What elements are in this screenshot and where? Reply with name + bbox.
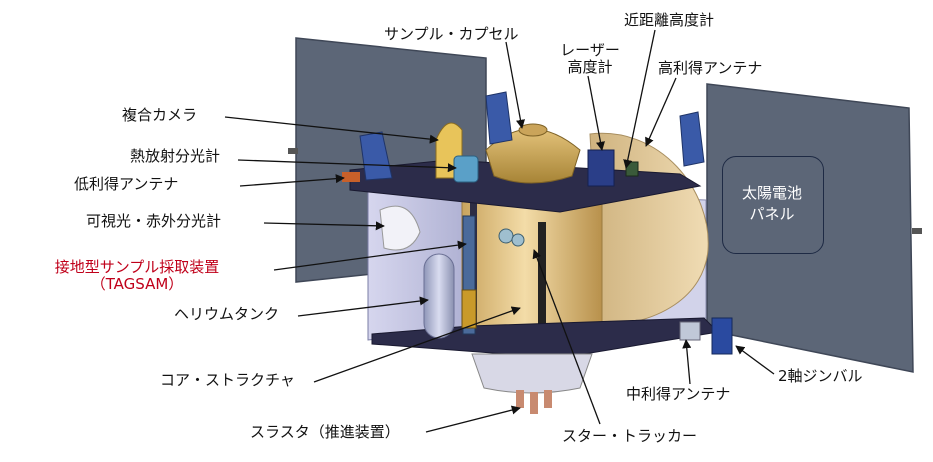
thruster-ring [471, 353, 593, 394]
label-nearfield-altimeter: 近距離高度計 [624, 11, 715, 29]
vis-ir-spectrometer [379, 205, 421, 251]
medium-gain-antenna-body [679, 321, 701, 341]
tagsam-spring [461, 289, 477, 329]
label-tagsam-line2: （TAGSAM） [90, 275, 184, 293]
label-core-structure: コア・ストラクチャ [160, 371, 295, 389]
left-panel-hinge [288, 148, 298, 154]
leader-sample-capsule [505, 41, 525, 129]
leader-tagsam [273, 240, 467, 271]
bracket-mid [485, 91, 513, 145]
thruster-cluster [516, 390, 552, 414]
label-tagsam-line1: 接地型サンプル採取装置 [54, 258, 220, 276]
core-strut-center [538, 222, 546, 352]
sample-capsule [485, 128, 581, 184]
label-helium-tank: ヘリウムタンク [174, 305, 280, 323]
label-laser-altimeter: レーザー 高度計 [548, 42, 632, 76]
label-medium-gain-antenna: 中利得アンテナ [626, 385, 731, 403]
leader-two-axis-gimbal [735, 345, 775, 375]
right-panel-hinge [912, 228, 922, 234]
label-high-gain-antenna: 高利得アンテナ [658, 59, 763, 77]
leader-composite-camera [224, 116, 439, 144]
label-vis-ir-spectrometer: 可視光・赤外分光計 [86, 212, 222, 230]
label-thermal-spectrometer: 熱放射分光計 [130, 147, 221, 165]
leader-vis-ir-spectrometer [263, 221, 385, 231]
leader-medium-gain-antenna [682, 339, 692, 385]
label-low-gain-antenna: 低利得アンテナ [74, 175, 179, 193]
low-gain-antenna-body [342, 172, 360, 182]
bracket-right [679, 111, 705, 167]
solar-panel-label-line1: 太陽電池 [741, 184, 802, 202]
label-star-tracker: スター・トラッカー [562, 427, 698, 445]
laser-altimeter-box [587, 149, 615, 187]
gimbal-body [711, 317, 733, 355]
label-laser-altimeter-line1: レーザー [560, 41, 620, 59]
star-tracker-optic [498, 228, 514, 244]
label-composite-camera: 複合カメラ [122, 106, 198, 124]
helium-tank [423, 253, 455, 339]
label-thrusters: スラスタ（推進装置） [250, 423, 400, 441]
leader-thrusters [425, 405, 521, 433]
leader-helium-tank [297, 296, 429, 317]
leader-low-gain-antenna [239, 174, 345, 187]
solar-panel-label: 太陽電池 パネル [722, 183, 822, 225]
label-sample-capsule: サンプル・カプセル [384, 25, 519, 43]
thermal-spectrometer-body [453, 155, 479, 183]
label-laser-altimeter-line2: 高度計 [567, 58, 613, 76]
leader-high-gain-antenna [645, 77, 677, 147]
leader-nearfield-altimeter [623, 29, 656, 169]
label-two-axis-gimbal: 2軸ジンバル [778, 367, 863, 385]
leader-thermal-spectrometer [237, 159, 457, 173]
nearfield-altimeter-box [625, 161, 639, 177]
solar-panel-label-line2: パネル [749, 205, 795, 223]
leader-laser-altimeter [587, 75, 605, 151]
leader-star-tracker [532, 249, 601, 425]
leader-core-structure [313, 306, 521, 383]
label-tagsam: 接地型サンプル採取装置 （TAGSAM） [4, 259, 270, 293]
solar-panel-label-box [722, 156, 824, 254]
